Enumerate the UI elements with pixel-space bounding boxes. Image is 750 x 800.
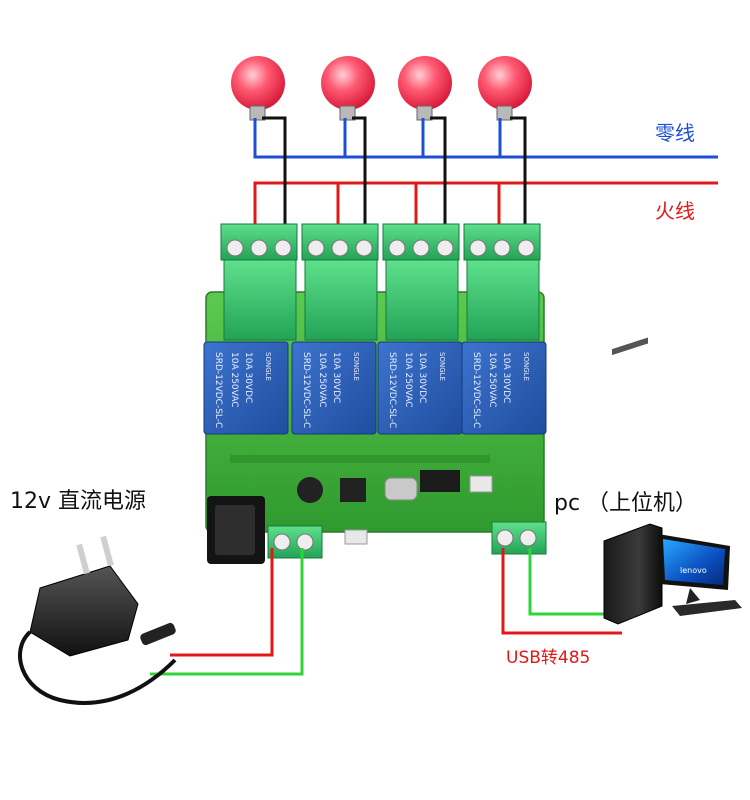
- relay-model: SRD-12VDC-SL-C: [387, 352, 397, 428]
- screw-icon: [469, 239, 487, 257]
- screw-icon: [517, 239, 535, 257]
- smd-part: [344, 529, 368, 545]
- relay-model: SRD-12VDC-SL-C: [471, 352, 481, 428]
- screw-icon: [412, 239, 430, 257]
- output-terminals: [220, 223, 541, 341]
- neutral-wire: [253, 118, 718, 159]
- relay-rating-dc: 10A 30VDC: [417, 352, 427, 403]
- bulb-icon: [478, 56, 532, 110]
- relay-body: [291, 341, 377, 435]
- dc-jack-inner: [215, 505, 255, 555]
- chip: [420, 470, 460, 492]
- crystal: [384, 477, 418, 501]
- capacitor: [297, 477, 323, 503]
- relay-body: [461, 341, 547, 435]
- relay-body: [203, 341, 289, 435]
- power-terminal: [267, 525, 323, 559]
- lamp-1: [231, 56, 285, 121]
- live-line-label: 火线: [655, 199, 695, 223]
- relay-brand: SONGLE: [522, 352, 530, 381]
- screw-icon: [496, 529, 514, 547]
- monitor-brand: lenovo: [680, 566, 707, 575]
- relay-model: SRD-12VDC-SL-C: [301, 352, 311, 428]
- power-supply-label: 12v 直流电源: [10, 489, 146, 514]
- usb-converter-label: USB转485: [506, 648, 590, 668]
- relay-3: SRD-12VDC-SL-C 10A 250VAC 10A 30VDC SONG…: [377, 341, 463, 435]
- relay-rating-ac: 10A 250VAC: [317, 352, 327, 408]
- monitor-screen: [663, 539, 725, 585]
- screw-icon: [296, 533, 314, 551]
- lamp-wires: [262, 116, 527, 250]
- lamp-3: [398, 56, 452, 121]
- bulb-socket: [496, 105, 513, 121]
- lamp-4: [478, 56, 532, 121]
- trace-strip: [230, 455, 490, 463]
- relays: SRD-12VDC-SL-C 10A 250VAC 10A 30VDC SONG…: [203, 341, 547, 435]
- screw-icon: [436, 239, 454, 257]
- terminal-body: [466, 259, 540, 341]
- relay-1: SRD-12VDC-SL-C 10A 250VAC 10A 30VDC SONG…: [203, 341, 289, 435]
- relay-4: SRD-12VDC-SL-C 10A 250VAC 10A 30VDC SONG…: [461, 341, 547, 435]
- relay-rating-dc: 10A 30VDC: [501, 352, 511, 403]
- plug-pin: [100, 535, 114, 567]
- screw-icon: [273, 533, 291, 551]
- terminal-body: [223, 259, 297, 341]
- screw-icon: [331, 239, 349, 257]
- terminal-block-1: [220, 223, 298, 341]
- keyboard: [672, 600, 742, 616]
- smd-part: [469, 475, 493, 493]
- relay-model: SRD-12VDC-SL-C: [213, 352, 223, 428]
- screw-icon: [493, 239, 511, 257]
- terminal-block-4: [463, 223, 541, 341]
- screw-icon: [388, 239, 406, 257]
- power-adapter-icon: [18, 535, 177, 705]
- screw-icon: [519, 529, 537, 547]
- adapter-body: [29, 565, 139, 657]
- inductor: [340, 478, 366, 502]
- relay-brand: SONGLE: [264, 352, 272, 381]
- screw-icon: [250, 239, 268, 257]
- relay-rating-dc: 10A 30VDC: [243, 352, 253, 403]
- relay-rating-ac: 10A 250VAC: [229, 352, 239, 408]
- host-pc-label: pc （上位机）: [554, 491, 697, 516]
- relay-rating-ac: 10A 250VAC: [403, 352, 413, 408]
- rs485-terminal: [491, 521, 547, 555]
- monitor-stand: [686, 588, 700, 604]
- power-wires: [150, 548, 304, 676]
- screw-icon: [274, 239, 292, 257]
- pc-tower: [603, 523, 663, 625]
- bulb-icon: [231, 56, 285, 110]
- terminal-block-2: [301, 223, 379, 341]
- bulb-socket: [249, 105, 266, 121]
- barrel-plug: [140, 622, 176, 646]
- relay-brand: SONGLE: [352, 352, 360, 381]
- relay-2: SRD-12VDC-SL-C 10A 250VAC 10A 30VDC SONG…: [291, 341, 377, 435]
- screw-icon: [355, 239, 373, 257]
- relay-brand: SONGLE: [438, 352, 446, 381]
- rs485-wires: [501, 548, 622, 635]
- plug-pin: [76, 543, 90, 575]
- neutral-line-label: 零线: [655, 121, 695, 145]
- bulb-icon: [398, 56, 452, 110]
- terminal-block-3: [382, 223, 460, 341]
- bulb-socket: [416, 105, 433, 121]
- terminal-body: [304, 259, 378, 341]
- drive-bay: [612, 337, 648, 356]
- relay-rating-ac: 10A 250VAC: [487, 352, 497, 408]
- screw-icon: [226, 239, 244, 257]
- lamp-2: [321, 56, 375, 121]
- terminal-body: [385, 259, 459, 341]
- pc-icon: lenovo: [603, 337, 742, 625]
- adapter-cable: [18, 630, 177, 705]
- lamps: [231, 56, 532, 121]
- screw-icon: [307, 239, 325, 257]
- relay-rating-dc: 10A 30VDC: [331, 352, 341, 403]
- bulb-icon: [321, 56, 375, 110]
- bulb-socket: [339, 105, 356, 121]
